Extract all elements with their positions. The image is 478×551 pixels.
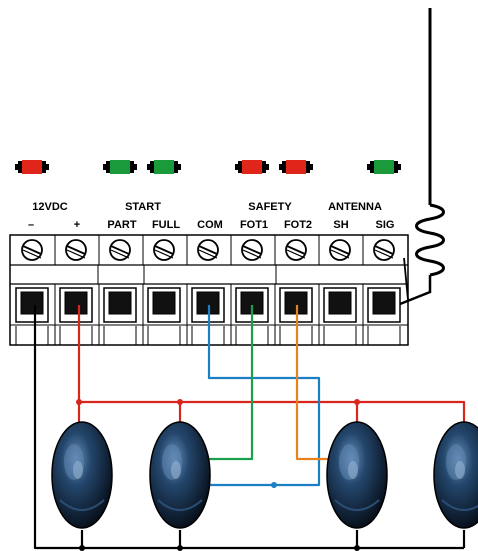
wire-blue (207, 305, 321, 487)
group-label-start: START (125, 201, 161, 213)
terminal-label-fot2: FOT2 (284, 219, 312, 231)
terminal-4 (186, 235, 225, 345)
terminal-2 (98, 235, 137, 345)
wire-black (33, 305, 464, 550)
terminal-label-plus: + (74, 219, 80, 231)
group-label-antenna: ANTENNA (328, 201, 382, 213)
led-red-icon (279, 160, 313, 174)
wire-red (77, 305, 466, 425)
led-green-icon (103, 160, 137, 174)
led-green-icon (147, 160, 181, 174)
led-row (15, 160, 401, 174)
terminal-label-part: PART (107, 219, 136, 231)
group-label-12vdc: 12VDC (32, 201, 68, 213)
photocell-sensor-icon (326, 421, 388, 529)
photocell-group (51, 421, 478, 529)
wire-green (209, 305, 254, 461)
antenna (399, 8, 445, 306)
junctions (76, 399, 360, 551)
led-red-icon (235, 160, 269, 174)
group-label-safety: SAFETY (248, 201, 292, 213)
terminal-0 (15, 239, 49, 345)
led-red-icon (15, 160, 49, 174)
photocell-sensor-icon (149, 421, 211, 529)
terminal-7 (318, 235, 357, 345)
terminal-5 (230, 235, 269, 345)
terminal-label-sh: SH (333, 219, 348, 231)
terminal-3 (142, 235, 181, 345)
photocell-sensor-icon (51, 421, 113, 529)
terminal-label-fot1: FOT1 (240, 219, 268, 231)
wire-orange (295, 305, 333, 461)
terminal-block (9, 234, 409, 346)
terminal-label-minus: – (28, 219, 34, 231)
terminal-label-sig: SIG (376, 219, 395, 231)
terminal-label-com: COM (197, 219, 223, 231)
terminal-label-full: FULL (152, 219, 180, 231)
led-green-icon (367, 160, 401, 174)
terminal-8 (362, 235, 401, 345)
terminal-1 (54, 235, 93, 345)
photocell-sensor-icon (433, 421, 478, 529)
